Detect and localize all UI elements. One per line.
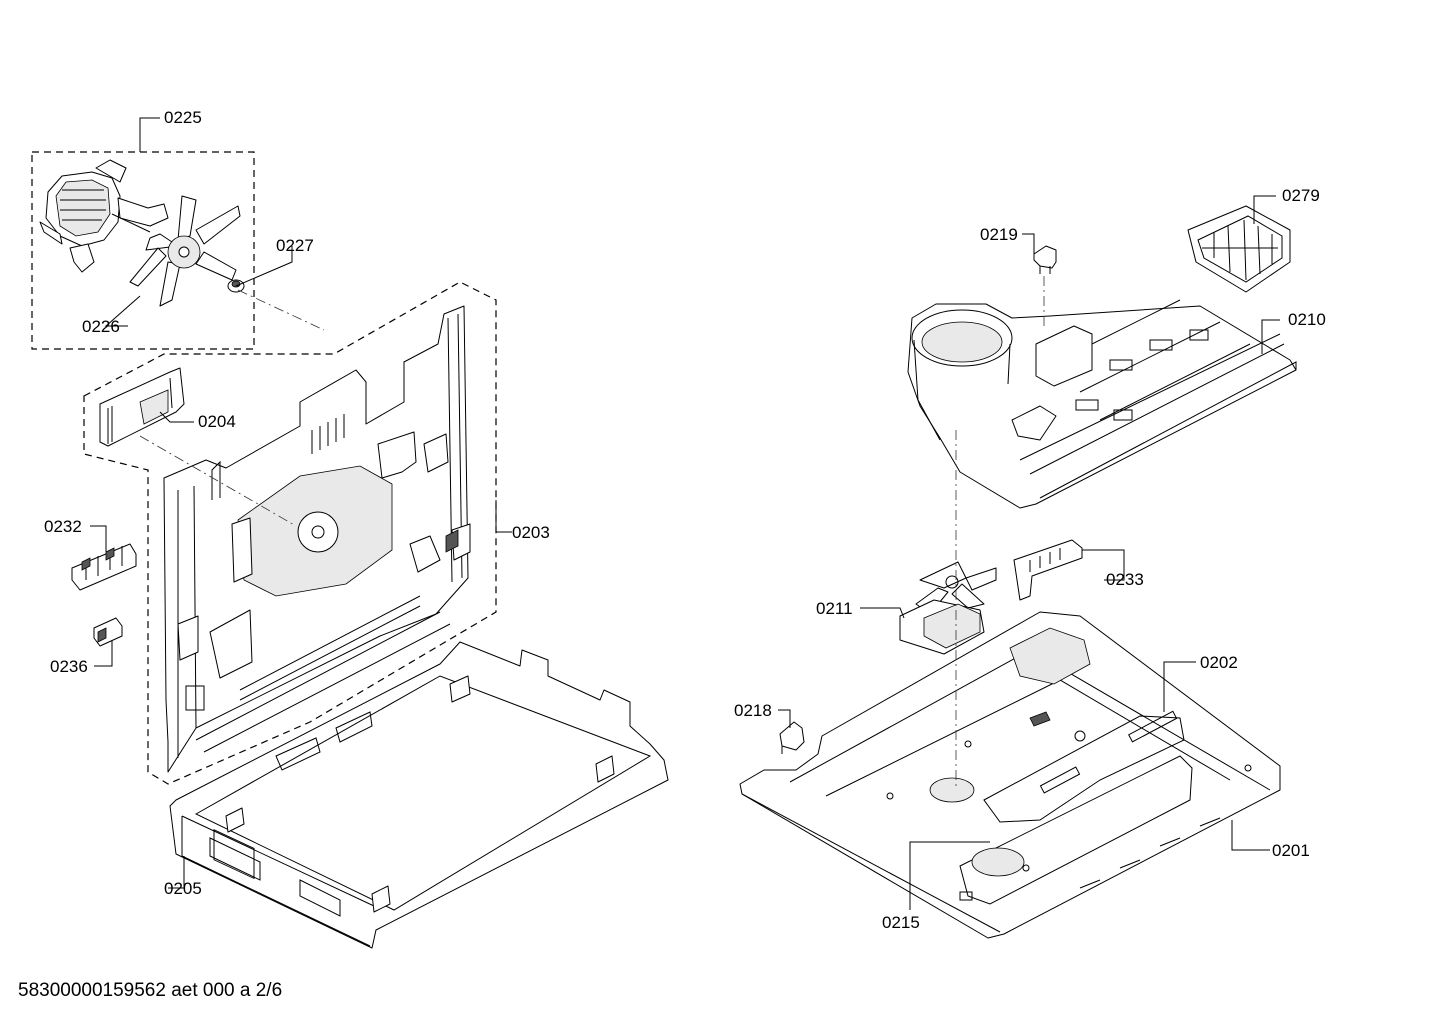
label-0227: 0227	[276, 236, 314, 255]
label-0210: 0210	[1288, 310, 1326, 329]
switch-component	[93, 617, 123, 647]
sensor-0219	[1033, 245, 1057, 274]
cover-0279	[1187, 205, 1291, 293]
label-0232: 0232	[44, 517, 82, 536]
fan-wheel	[129, 195, 241, 307]
label-0202: 0202	[1200, 653, 1238, 672]
label-0219: 0219	[980, 225, 1018, 244]
holder-bracket	[99, 367, 185, 447]
label-0233: 0233	[1106, 570, 1144, 589]
label-0226: 0226	[82, 317, 120, 336]
fan-assembly-group	[31, 151, 255, 350]
label-0236: 0236	[50, 657, 88, 676]
label-0218: 0218	[734, 701, 772, 720]
base-plate	[739, 611, 1281, 939]
document-id: 58300000159562 aet 000 a 2/6	[18, 980, 283, 1001]
terminal-block	[71, 543, 137, 591]
label-0225: 0225	[164, 108, 202, 127]
sensor-0218	[779, 721, 805, 754]
label-0203: 0203	[512, 523, 550, 542]
fan-motor	[39, 159, 169, 273]
holder-0233	[1013, 539, 1083, 601]
bottom-frame	[169, 641, 669, 949]
cooling-fan	[899, 561, 997, 655]
rear-wall	[163, 305, 471, 773]
fan-housing	[907, 299, 1297, 509]
label-0204: 0204	[198, 412, 236, 431]
label-0205: 0205	[164, 879, 202, 898]
label-0279: 0279	[1282, 186, 1320, 205]
rear-wall-outline	[83, 281, 497, 785]
label-0211: 0211	[816, 599, 853, 618]
label-0215: 0215	[882, 913, 920, 932]
label-0201: 0201	[1272, 841, 1310, 860]
leader-lines	[90, 117, 1280, 910]
